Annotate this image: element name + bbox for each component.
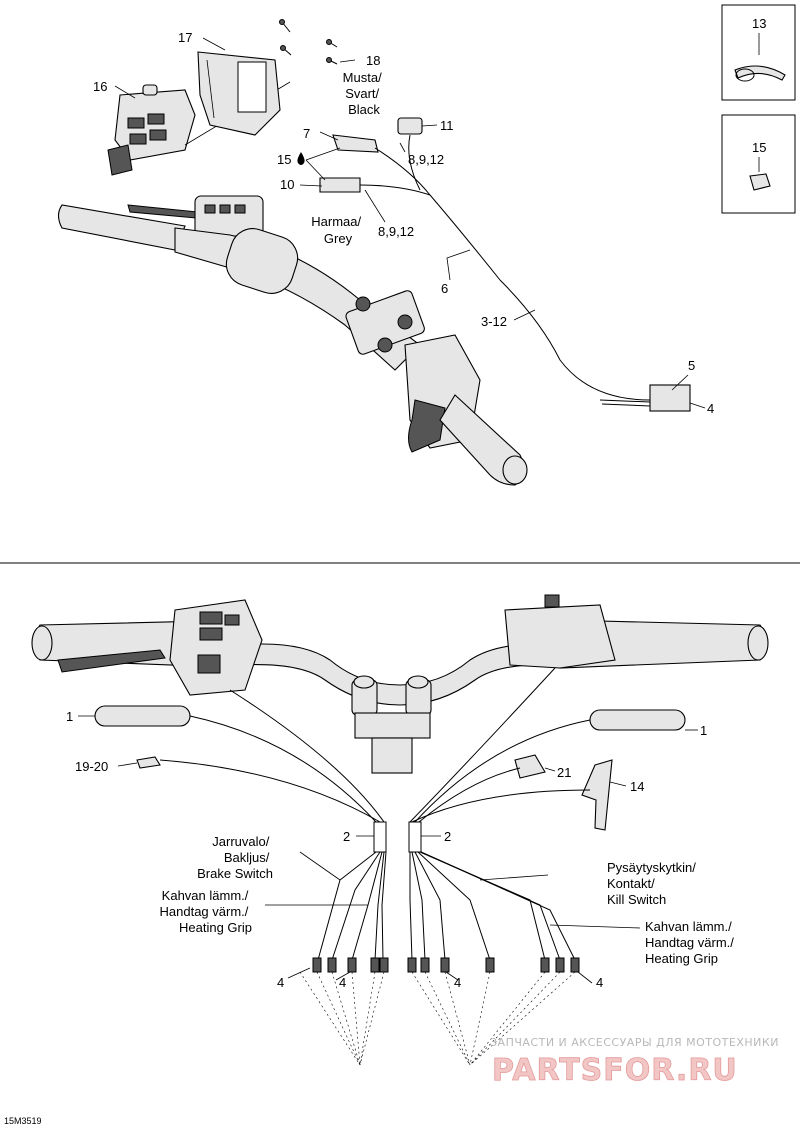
- callout-15-inline: 15: [277, 152, 291, 167]
- upper-brake-lever: [127, 204, 199, 219]
- callout-4-b3: 4: [454, 975, 461, 990]
- lower-throttle-housing: [504, 604, 616, 669]
- callout-11: 11: [440, 118, 454, 133]
- callout-21: 21: [557, 765, 571, 780]
- callout-4-b1: 4: [277, 975, 284, 990]
- inset-13: 13: [721, 4, 796, 101]
- connector-7: [332, 134, 379, 153]
- heating-grip-element-right: [589, 709, 686, 731]
- watermark-logo: PARTSFOR.RU: [492, 1053, 738, 1088]
- top-handlebar-assembly: [57, 19, 691, 486]
- callout-18: 18: [366, 53, 380, 68]
- callout-16: 16: [93, 79, 107, 94]
- dashed-routing-lines: [299, 971, 576, 1066]
- terminals-left: [312, 957, 389, 973]
- grease-clip-icon: [749, 173, 771, 191]
- top-callout-leaders: [114, 37, 706, 409]
- callout-14: 14: [630, 779, 644, 794]
- bracket-14: [581, 759, 613, 831]
- callout-5: 5: [688, 358, 695, 373]
- bottom-handlebar-assembly: [31, 594, 769, 1066]
- callout-4-top: 4: [707, 401, 714, 416]
- upper-grip-heater-band: [225, 228, 299, 294]
- callout-8-9-12-b: 8,9,12: [378, 224, 414, 239]
- callout-15: 15: [752, 140, 766, 155]
- clip-21: [514, 754, 546, 779]
- label-kill-switch: Pysäytyskytkin/ Kontakt/ Kill Switch: [607, 860, 699, 907]
- connector-11: [397, 117, 423, 135]
- label-black: Musta/ Svart/ Black: [343, 70, 386, 117]
- housing-cover-17: [197, 51, 281, 136]
- connector-10: [319, 177, 361, 193]
- callout-4-b2: 4: [339, 975, 346, 990]
- label-brake-switch: Jarruvalo/ Bakljus/ Brake Switch: [197, 834, 273, 881]
- switch-housing-16: [107, 81, 291, 176]
- diagram-id: 15M3519: [4, 1116, 42, 1126]
- upper-left-grip: [57, 204, 186, 251]
- connector-2-right: [408, 821, 422, 853]
- connector-2-left: [373, 821, 387, 853]
- label-grey: Harmaa/ Grey: [311, 214, 364, 246]
- lower-brake-lever: [57, 649, 166, 673]
- label-heating-grip-right: Kahvan lämm./ Handtag värm./ Heating Gri…: [645, 919, 738, 966]
- callout-1-right: 1: [700, 723, 707, 738]
- callout-1-left: 1: [66, 709, 73, 724]
- callout-2-left: 2: [343, 829, 350, 844]
- callout-7: 7: [303, 126, 310, 141]
- upper-handlebar-clamp: [345, 290, 425, 355]
- callout-2-right: 2: [444, 829, 451, 844]
- callout-17: 17: [178, 30, 192, 45]
- terminal-19-20: [136, 756, 161, 769]
- drop-icon: [297, 152, 305, 165]
- callout-6: 6: [441, 281, 448, 296]
- connector-5: [649, 384, 691, 412]
- upper-throttle-lever: [408, 399, 446, 453]
- callout-10: 10: [280, 177, 294, 192]
- screws-18: [279, 19, 338, 65]
- watermark-tagline: ЗАПЧАСТИ И АКСЕССУАРЫ ДЛЯ МОТОТЕХНИКИ: [490, 1036, 779, 1049]
- lower-handlebar-clamp: [351, 675, 432, 774]
- label-heating-grip-left: Kahvan lämm./ Handtag värm./ Heating Gri…: [160, 888, 253, 935]
- callout-4-b4: 4: [596, 975, 603, 990]
- heating-grip-element-left: [94, 705, 191, 727]
- harness-6: [374, 147, 651, 401]
- callout-13: 13: [752, 16, 766, 31]
- callout-19-20: 19-20: [75, 759, 108, 774]
- terminals-right: [407, 957, 580, 973]
- bottom-callout-leaders: [78, 715, 698, 984]
- callout-8-9-12-a: 8,9,12: [408, 152, 444, 167]
- inset-15: 15: [721, 114, 796, 214]
- callout-3-12: 3-12: [481, 314, 507, 329]
